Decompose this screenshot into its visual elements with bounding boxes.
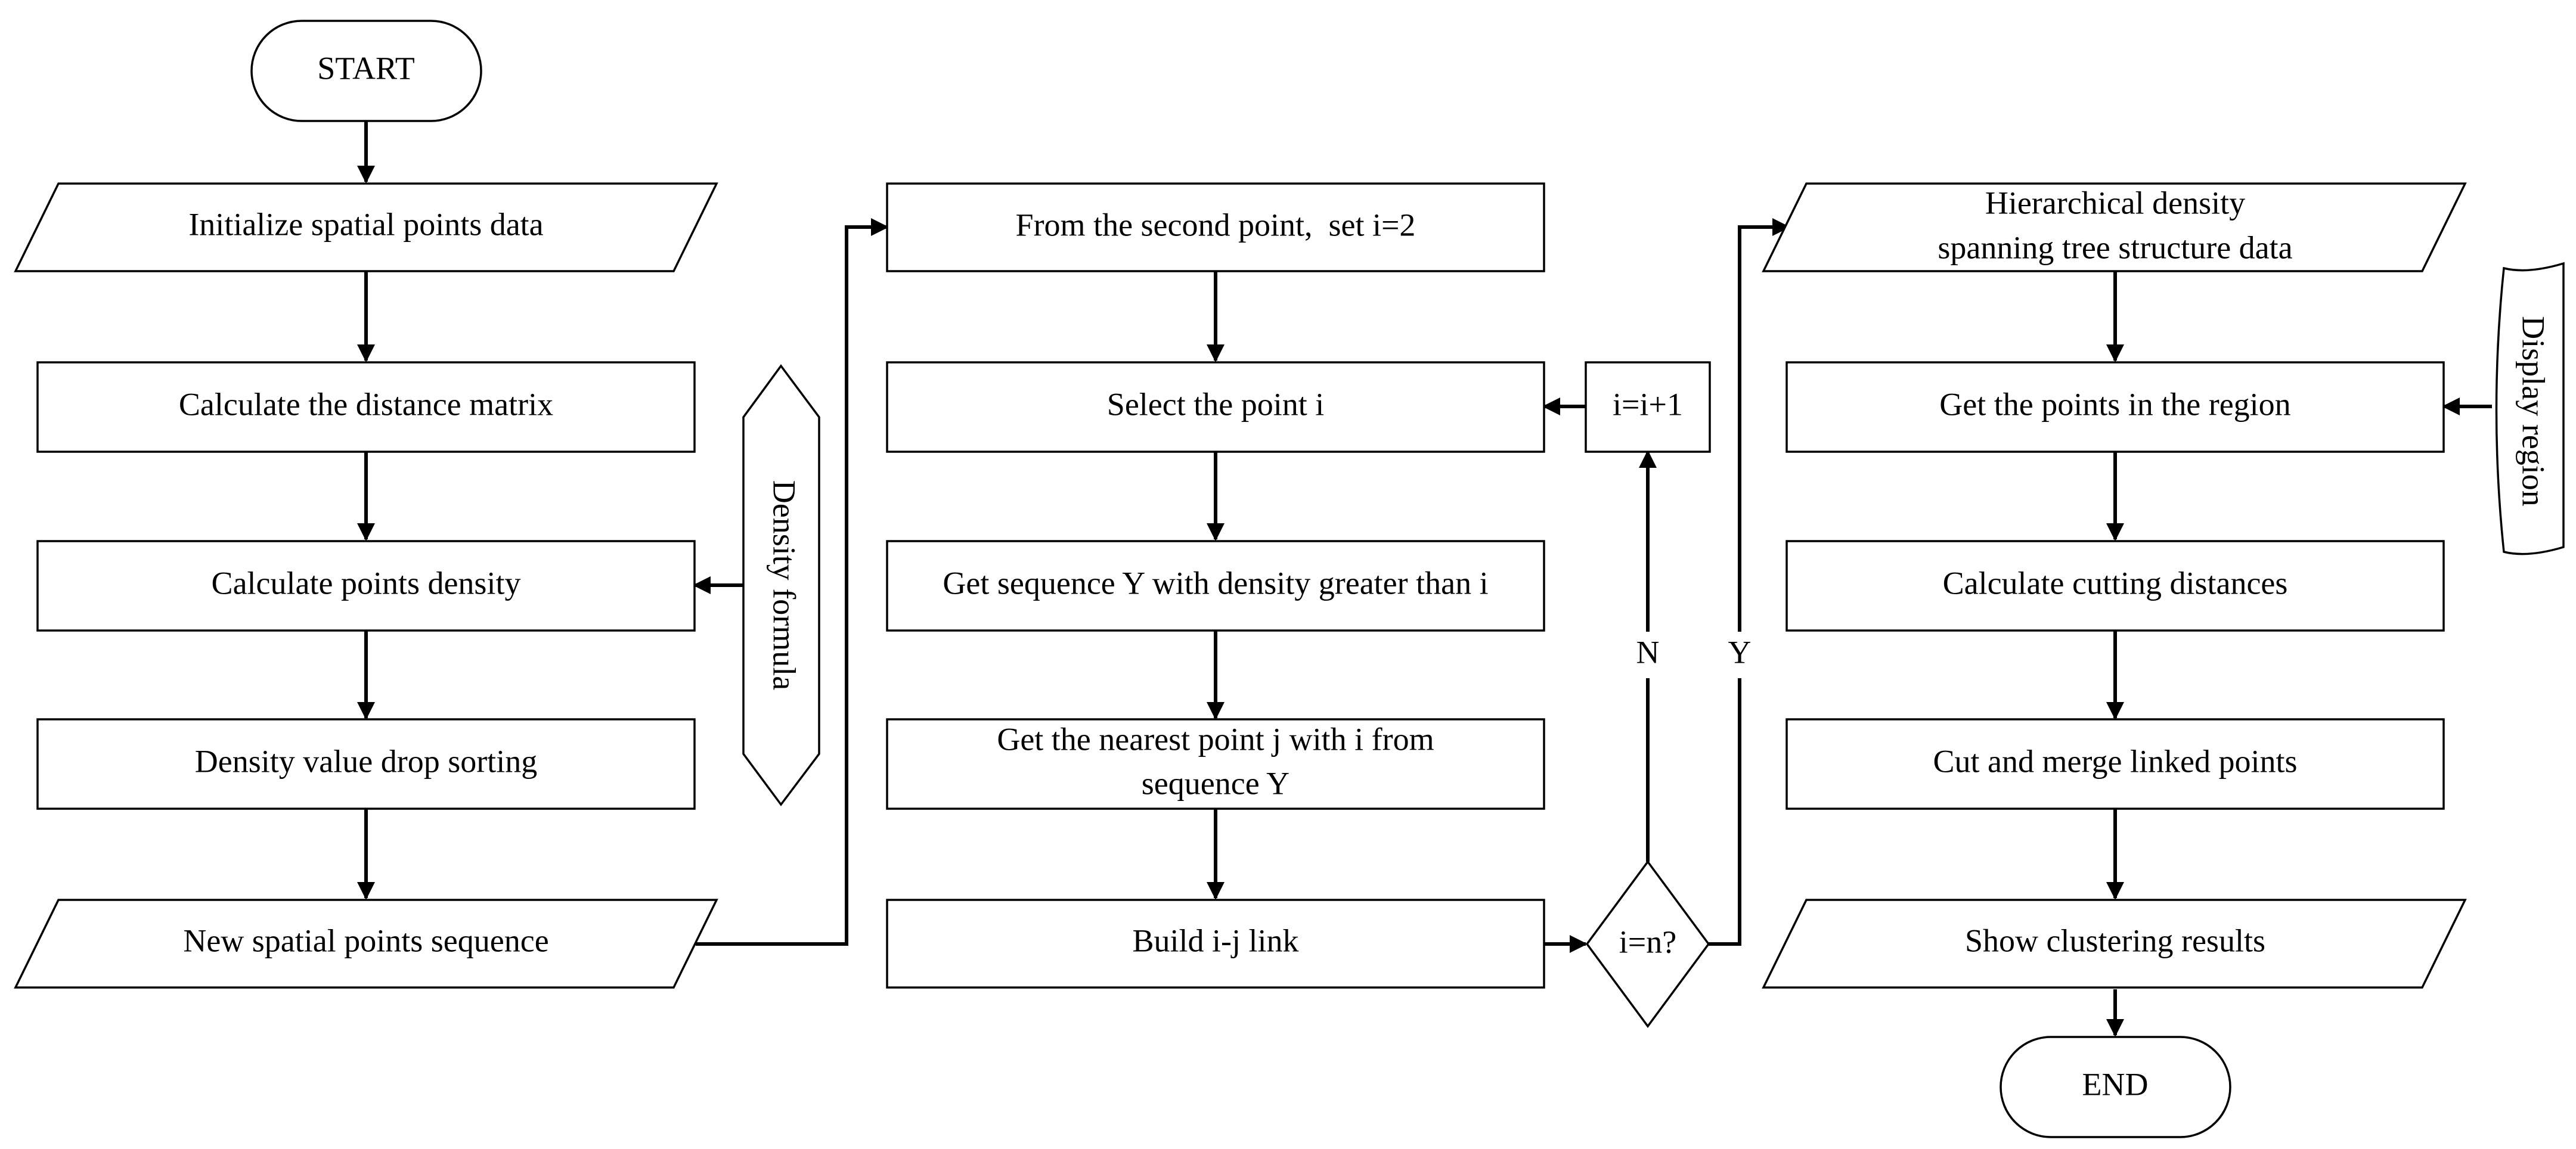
sequence-y-node: Get sequence Y with density greater than…	[886, 540, 1545, 632]
points-density-node: Calculate points density	[36, 540, 696, 632]
svg-text:Calculate cutting distances: Calculate cutting distances	[1943, 565, 2288, 601]
density-formula-node: Density formula	[742, 364, 820, 806]
end-node: END	[2000, 1036, 2231, 1138]
svg-text:spanning tree structure data: spanning tree structure data	[1938, 229, 2292, 265]
init-data-node: Initialize spatial points data	[14, 182, 718, 272]
svg-text:Density formula: Density formula	[767, 480, 802, 690]
svg-text:Y: Y	[1728, 634, 1752, 670]
display-region-node: Display region	[2495, 262, 2565, 555]
decision-node: i=n?	[1585, 860, 1710, 1028]
spanning-tree-data-node: Hierarchical density spanning tree struc…	[1762, 182, 2467, 272]
region-points-node: Get the points in the region	[1785, 361, 2445, 453]
no-label: N	[1628, 632, 1668, 678]
svg-text:Show clustering results: Show clustering results	[1965, 923, 2265, 958]
select-point-node: Select the point i	[886, 361, 1545, 453]
start-node: START	[250, 20, 482, 122]
svg-text:From the second point, set i=: From the second point, set i=2	[1016, 207, 1416, 243]
new-sequence-node: New spatial points sequence	[14, 899, 718, 989]
arrow-decision-to-hier	[1709, 218, 1790, 946]
clustering-results-node: Show clustering results	[1762, 899, 2467, 989]
yes-label: Y	[1719, 632, 1760, 678]
increment-node: i=i+1	[1585, 361, 1711, 453]
svg-text:Display region: Display region	[2516, 316, 2552, 506]
arrow-newseq-to-secondpoint	[696, 218, 889, 946]
svg-text:Get the nearest point j with i: Get the nearest point j with i from	[997, 721, 1434, 757]
svg-text:Build i-j link: Build i-j link	[1132, 923, 1298, 958]
svg-text:START: START	[317, 50, 414, 86]
svg-text:sequence Y: sequence Y	[1142, 765, 1289, 801]
second-point-node: From the second point, set i=2	[886, 182, 1545, 272]
svg-text:New spatial points sequence: New spatial points sequence	[183, 923, 548, 958]
svg-text:i=n?: i=n?	[1619, 924, 1676, 959]
svg-text:Get sequence Y with density gr: Get sequence Y with density greater than…	[943, 565, 1488, 601]
distance-matrix-node: Calculate the distance matrix	[36, 361, 696, 453]
nearest-point-node: Get the nearest point j with i from sequ…	[886, 718, 1545, 810]
svg-text:Select the point i: Select the point i	[1107, 386, 1324, 422]
svg-text:Initialize spatial points data: Initialize spatial points data	[188, 206, 543, 242]
svg-text:END: END	[2082, 1066, 2149, 1102]
build-link-node: Build i-j link	[886, 899, 1545, 989]
svg-text:Calculate points density: Calculate points density	[212, 565, 521, 601]
svg-text:i=i+1: i=i+1	[1613, 386, 1683, 422]
svg-text:Cut and merge linked points: Cut and merge linked points	[1933, 743, 2298, 779]
drop-sorting-node: Density value drop sorting	[36, 718, 696, 810]
svg-text:Get the points in the region: Get the points in the region	[1939, 386, 2290, 422]
svg-text:Hierarchical density: Hierarchical density	[1985, 185, 2245, 221]
cutting-distances-node: Calculate cutting distances	[1785, 540, 2445, 632]
svg-text:Density value drop sorting: Density value drop sorting	[195, 743, 537, 779]
svg-text:Calculate the distance matrix: Calculate the distance matrix	[179, 386, 553, 422]
svg-text:N: N	[1636, 634, 1660, 670]
cut-merge-node: Cut and merge linked points	[1785, 718, 2445, 810]
